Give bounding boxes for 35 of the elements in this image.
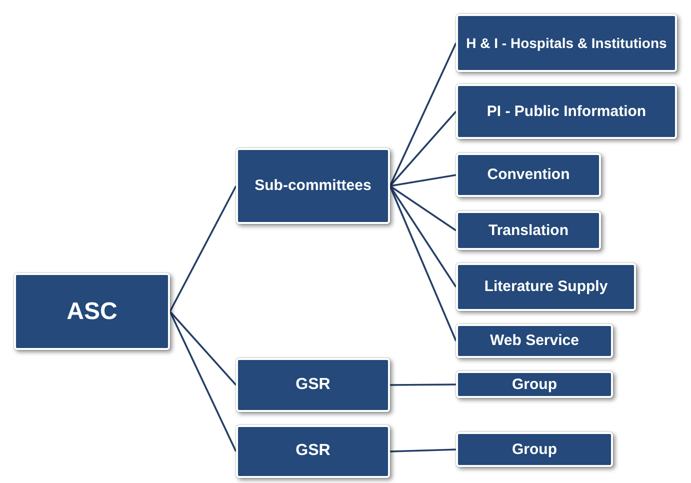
connector-line bbox=[169, 186, 237, 312]
process-box bbox=[456, 84, 677, 139]
process-box bbox=[456, 263, 636, 311]
process-box bbox=[236, 148, 390, 224]
box-label: Convention bbox=[487, 166, 570, 184]
box-label: H & I - Hospitals & Institutions bbox=[466, 34, 667, 52]
box-label: Web Service bbox=[490, 332, 579, 350]
process-box bbox=[456, 211, 601, 250]
box-label: Group bbox=[512, 440, 557, 458]
box-label: Literature Supply bbox=[484, 278, 608, 296]
connector-line bbox=[390, 174, 456, 187]
connector-line bbox=[390, 384, 456, 386]
process-box bbox=[236, 425, 390, 478]
box-label: PI - Public Information bbox=[486, 102, 646, 120]
process-box bbox=[456, 371, 613, 398]
process-box bbox=[236, 358, 390, 412]
connector-line bbox=[390, 185, 456, 232]
process-box bbox=[456, 153, 601, 197]
connector-line bbox=[389, 110, 457, 187]
connector-line bbox=[389, 186, 457, 288]
box-label: Translation bbox=[488, 222, 569, 240]
box-label: Sub-committees bbox=[254, 177, 372, 195]
process-box bbox=[456, 14, 677, 72]
process-box bbox=[456, 324, 613, 358]
connector-line bbox=[389, 186, 457, 342]
connector-line bbox=[389, 42, 457, 186]
connector-line bbox=[169, 311, 237, 452]
box-label: ASC bbox=[66, 298, 118, 326]
box-label: Group bbox=[512, 376, 557, 394]
box-label: GSR bbox=[296, 376, 330, 394]
connector-line bbox=[169, 310, 237, 386]
process-box bbox=[14, 273, 170, 350]
connector-line bbox=[390, 448, 456, 452]
process-box bbox=[456, 432, 613, 467]
box-label: GSR bbox=[296, 442, 330, 461]
